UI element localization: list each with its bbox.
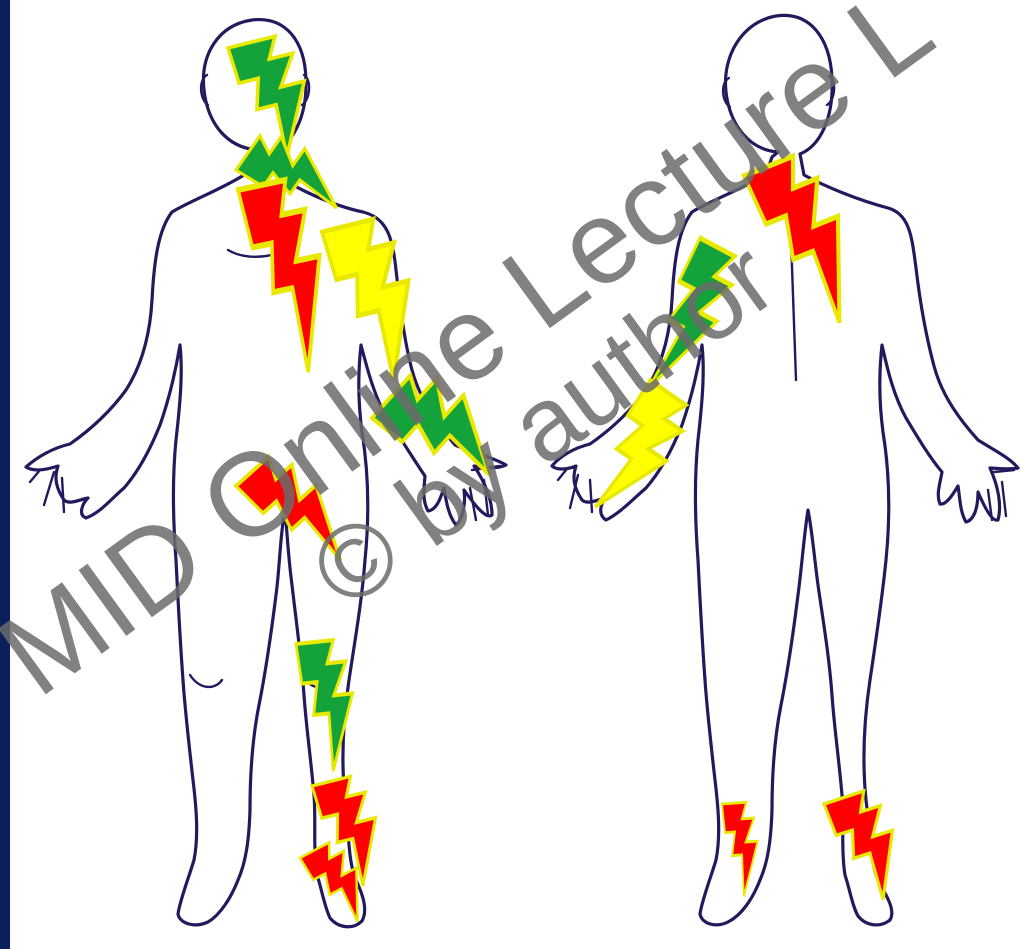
watermark: MID Online Lecture L © by author [0, 0, 955, 721]
back-hand-right-fingers [988, 470, 1014, 520]
lightning-bolt-icon [722, 802, 761, 898]
front-knee-left [190, 675, 222, 687]
watermark-line-1: MID Online Lecture L [0, 0, 955, 721]
lightning-bolt-icon [238, 176, 343, 378]
